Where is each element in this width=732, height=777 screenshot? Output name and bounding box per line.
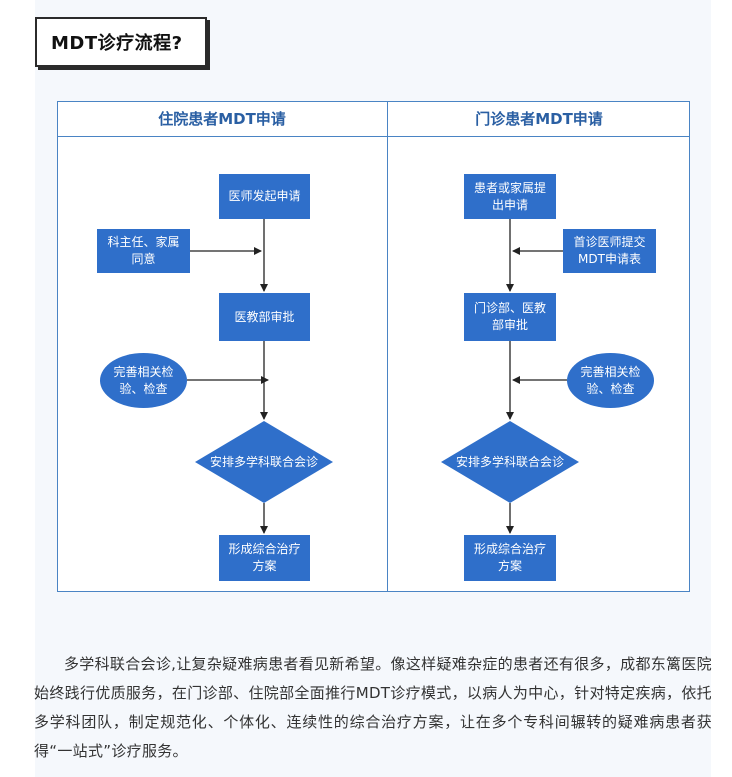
right-step-patient-request: 患者或家属提 出申请 bbox=[464, 174, 556, 219]
left-step-doctor-request: 医师发起申请 bbox=[219, 174, 310, 219]
description-paragraph: 多学科联合会诊,让复杂疑难病患者看见新希望。像这样疑难杂症的患者还有很多，成都东… bbox=[34, 655, 712, 760]
right-step-approval: 门诊部、医教 部审批 bbox=[464, 293, 556, 341]
left-step-plan: 形成综合治疗 方案 bbox=[219, 535, 310, 581]
section-title: MDT诊疗流程? bbox=[35, 17, 207, 67]
header-divider bbox=[57, 136, 690, 137]
left-side-exams: 完善相关检 验、检查 bbox=[100, 353, 187, 408]
inpatient-column-header: 住院患者MDT申请 bbox=[158, 110, 286, 128]
flowchart-frame bbox=[57, 101, 690, 592]
left-decision-label: 安排多学科联合会诊 bbox=[209, 454, 318, 469]
column-divider bbox=[387, 101, 388, 592]
outpatient-column-header: 门诊患者MDT申请 bbox=[475, 110, 603, 128]
right-side-exams: 完善相关检 验、检查 bbox=[567, 353, 654, 408]
right-side-first-doctor: 首诊医师提交 MDT申请表 bbox=[563, 229, 656, 273]
decision-diamond-right bbox=[441, 421, 579, 503]
right-step-plan: 形成综合治疗 方案 bbox=[464, 535, 556, 581]
left-step-approval: 医教部审批 bbox=[219, 293, 310, 341]
decision-diamond-left bbox=[195, 421, 333, 503]
left-side-director-consent: 科主任、家属 同意 bbox=[97, 229, 190, 273]
right-decision-label: 安排多学科联合会诊 bbox=[455, 454, 564, 469]
